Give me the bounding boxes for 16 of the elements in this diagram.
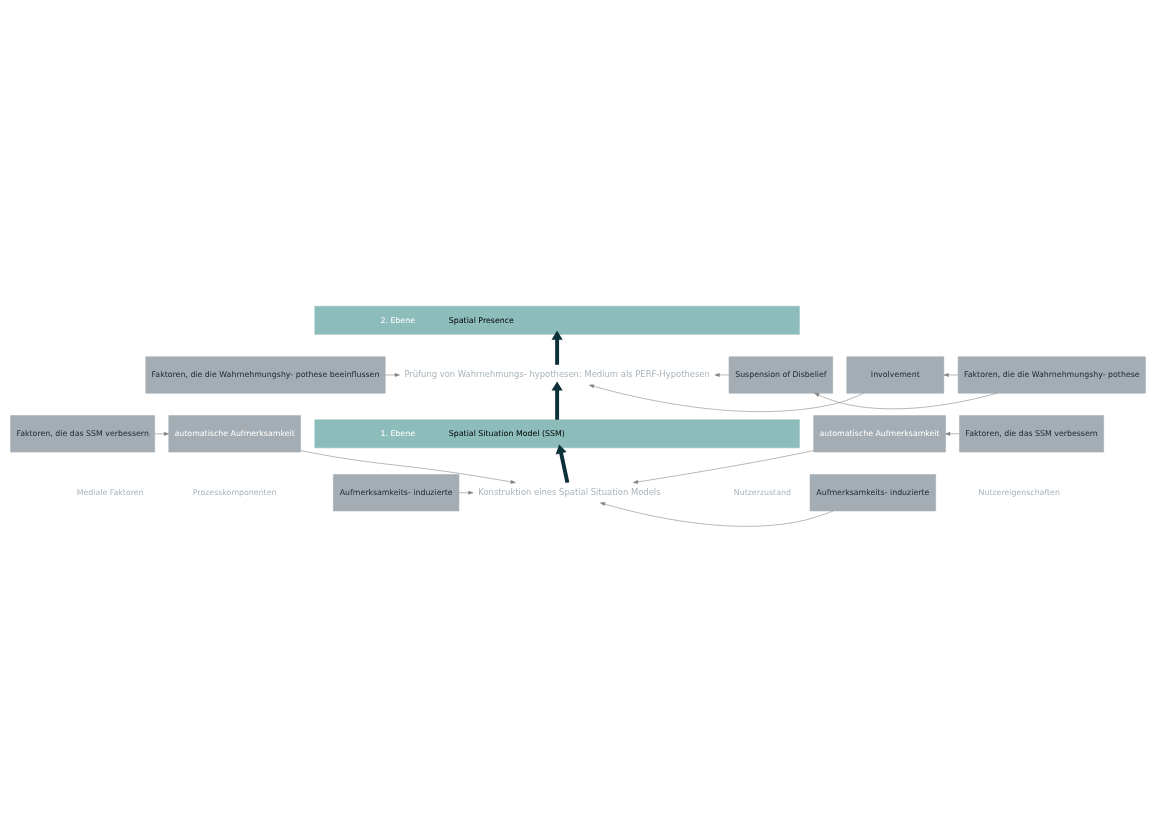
arrow xyxy=(300,450,516,484)
arrow xyxy=(458,490,474,495)
arrow xyxy=(154,432,169,436)
arrow xyxy=(945,432,960,436)
arrow xyxy=(555,444,570,484)
arrow xyxy=(551,381,563,420)
arrow xyxy=(814,392,998,410)
arrow xyxy=(943,373,959,377)
arrow xyxy=(384,373,400,377)
arrow xyxy=(714,373,730,377)
node-text: Prüfung von Wahrnehmungs- hypothesen: Medium als PERF-Hypothesen xyxy=(404,368,710,379)
arrow xyxy=(633,450,814,484)
node-text: Konstruktion eines Spatial Situation Models xyxy=(478,486,661,497)
arrow xyxy=(551,330,563,365)
arrow xyxy=(600,502,834,527)
arrow xyxy=(589,384,864,412)
